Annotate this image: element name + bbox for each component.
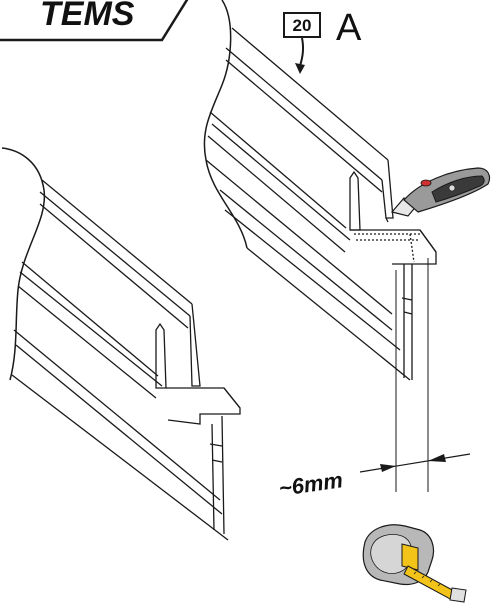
profile-left: [1, 147, 241, 541]
header-banner-text: TEMS: [40, 0, 135, 33]
profile-right: [203, 0, 437, 492]
step-number-box: [283, 12, 321, 38]
step-number: 20: [293, 16, 312, 35]
utility-knife-icon: [390, 167, 491, 217]
measurement-label: ~6mm: [277, 467, 344, 501]
down-arrow-icon: [295, 37, 305, 74]
measurement-dimension: ~6mm: [277, 453, 471, 501]
header-banner: TEMS: [0, 0, 189, 42]
step-indicator: 20 A: [283, 7, 362, 49]
step-letter: A: [336, 7, 362, 49]
tape-measure-icon: [362, 524, 467, 603]
